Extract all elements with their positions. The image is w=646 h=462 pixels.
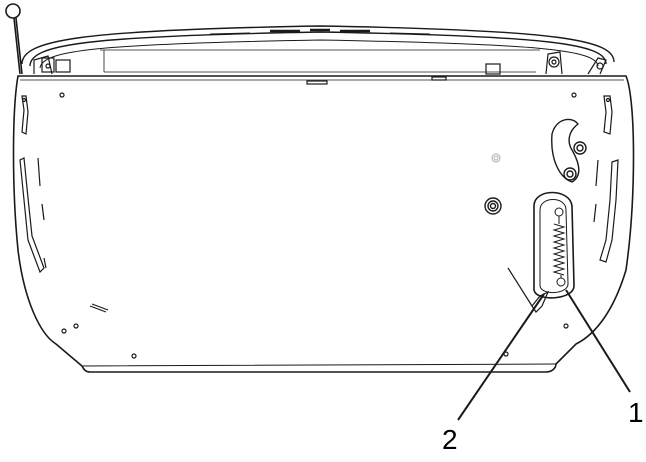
top-markers (306, 76, 447, 85)
left-side-details (19, 95, 109, 313)
leader-line-2 (457, 293, 545, 421)
right-side-details (593, 95, 619, 263)
mounting-holes (59, 92, 577, 359)
leader-line-1 (565, 289, 631, 393)
right-hinge (485, 51, 607, 75)
cam-mechanism (551, 118, 587, 183)
leader-lines (457, 289, 631, 421)
left-hinge (33, 55, 71, 75)
body-inner-edge (20, 79, 624, 367)
tension-spring (552, 207, 566, 287)
main-body (12, 75, 635, 373)
spring-cover-inner (539, 199, 569, 293)
callout-1: 1 (628, 397, 644, 428)
spring-lever (507, 267, 550, 313)
top-lid (21, 25, 615, 73)
callout-2: 2 (442, 424, 458, 455)
antenna-rod (5, 3, 23, 75)
bolt (484, 197, 502, 215)
